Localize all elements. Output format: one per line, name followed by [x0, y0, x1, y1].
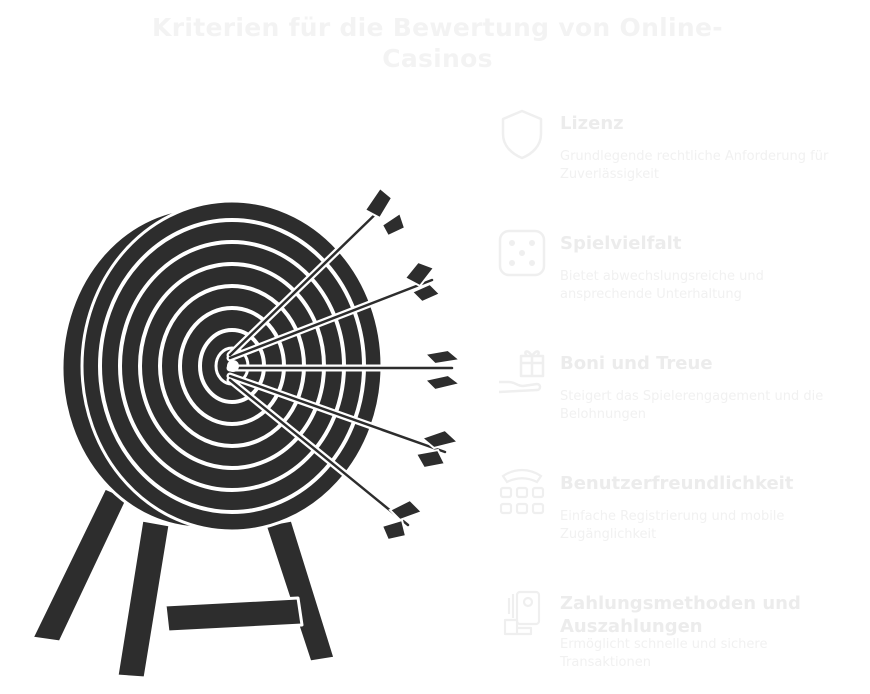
criterion-label: Boni und Treue: [560, 353, 713, 374]
criterion-description: Bietet abwechslungsreiche und ansprechen…: [560, 269, 764, 302]
criterion-description: Grundlegende rechtliche Anforderung für …: [560, 149, 829, 182]
criterion-label: Spielvielfalt: [560, 233, 682, 254]
criterion-item: Zahlungsmethoden und Auszahlungen Ermögl…: [497, 588, 862, 688]
criterion-label: Benutzerfreundlichkeit: [560, 473, 794, 494]
criterion-label: Zahlungsmethoden und Auszahlungen: [560, 593, 801, 637]
criterion-item: Boni und Treue Steigert das Spielerengag…: [497, 348, 862, 448]
criterion-item: Lizenz Grundlegende rechtliche Anforderu…: [497, 108, 862, 208]
criterion-item: Spielvielfalt Bietet abwechslungsreiche …: [497, 228, 862, 328]
shield-icon: [501, 109, 543, 160]
criterion-label: Lizenz: [560, 113, 624, 134]
phone-keypad-icon: [499, 468, 545, 515]
archery-target-icon: [30, 186, 463, 680]
page-title: Kriterien für die Bewertung von Online-C…: [152, 13, 723, 73]
dice-icon: [498, 229, 546, 277]
criterion-description: Steigert das Spielerengagement und die B…: [560, 389, 824, 422]
criterion-item: Benutzerfreundlichkeit Einfache Registri…: [497, 468, 862, 568]
gift-hand-icon: [498, 350, 545, 394]
criterion-description: Einfache Registrierung und mobile Zugäng…: [560, 509, 785, 542]
payment-icon: [503, 590, 541, 636]
criterion-description: Ermöglicht schnelle und sichere Transakt…: [560, 637, 768, 670]
